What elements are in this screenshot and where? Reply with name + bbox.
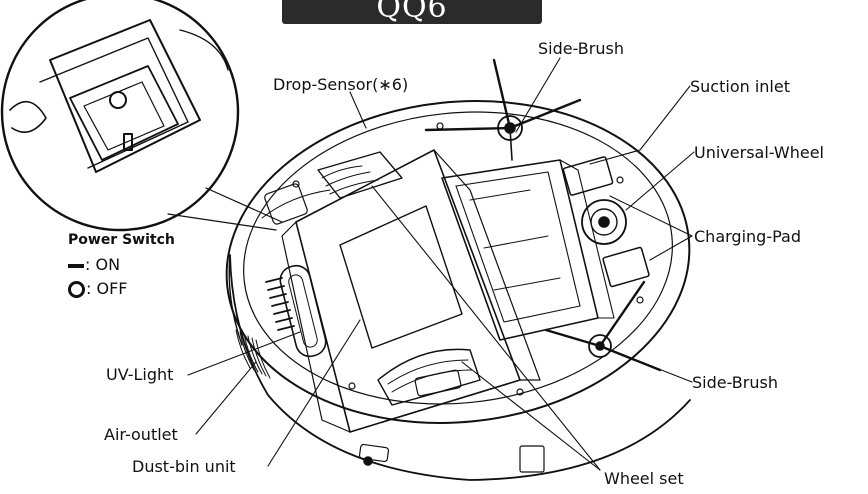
universal-wheel — [581, 199, 627, 245]
charging-pads — [562, 156, 650, 288]
label-universal-wheel: Universal-Wheel — [694, 143, 824, 162]
wheel-lower — [377, 348, 481, 406]
label-charging-pad: Charging-Pad — [694, 227, 801, 246]
label-uv-light: UV-Light — [106, 365, 174, 384]
suction-inlet — [441, 159, 615, 341]
label-suction-inlet: Suction inlet — [690, 77, 790, 96]
on-symbol-icon — [68, 263, 84, 268]
power-switch-magnifier — [0, 0, 283, 232]
drop-sensors — [292, 122, 644, 396]
label-dust-bin-unit: Dust-bin unit — [132, 457, 236, 476]
power-switch-title: Power Switch — [68, 232, 175, 248]
leader-lines — [187, 57, 695, 471]
label-air-outlet: Air-outlet — [104, 425, 178, 444]
power-on-text: : ON — [85, 255, 121, 274]
power-off-text: : OFF — [86, 279, 128, 298]
air-outlet-grill — [235, 329, 271, 379]
label-side-brush-top: Side-Brush — [538, 39, 624, 58]
off-symbol-icon — [68, 281, 85, 298]
label-side-brush-bottom: Side-Brush — [692, 373, 778, 392]
title-banner: QQ6 — [282, 0, 542, 25]
side-brush-top — [424, 58, 582, 161]
power-switch-off-row: : OFF — [68, 280, 127, 298]
diagram-title: QQ6 — [376, 0, 448, 25]
uv-light — [265, 264, 327, 358]
wheel-upper — [261, 151, 403, 225]
label-drop-sensor: Drop-Sensor(∗6) — [273, 75, 409, 94]
dust-bin-cover — [281, 149, 541, 433]
label-wheel-set: Wheel set — [604, 469, 684, 488]
robot-body — [225, 100, 691, 481]
power-switch-on-row: : ON — [68, 256, 120, 274]
